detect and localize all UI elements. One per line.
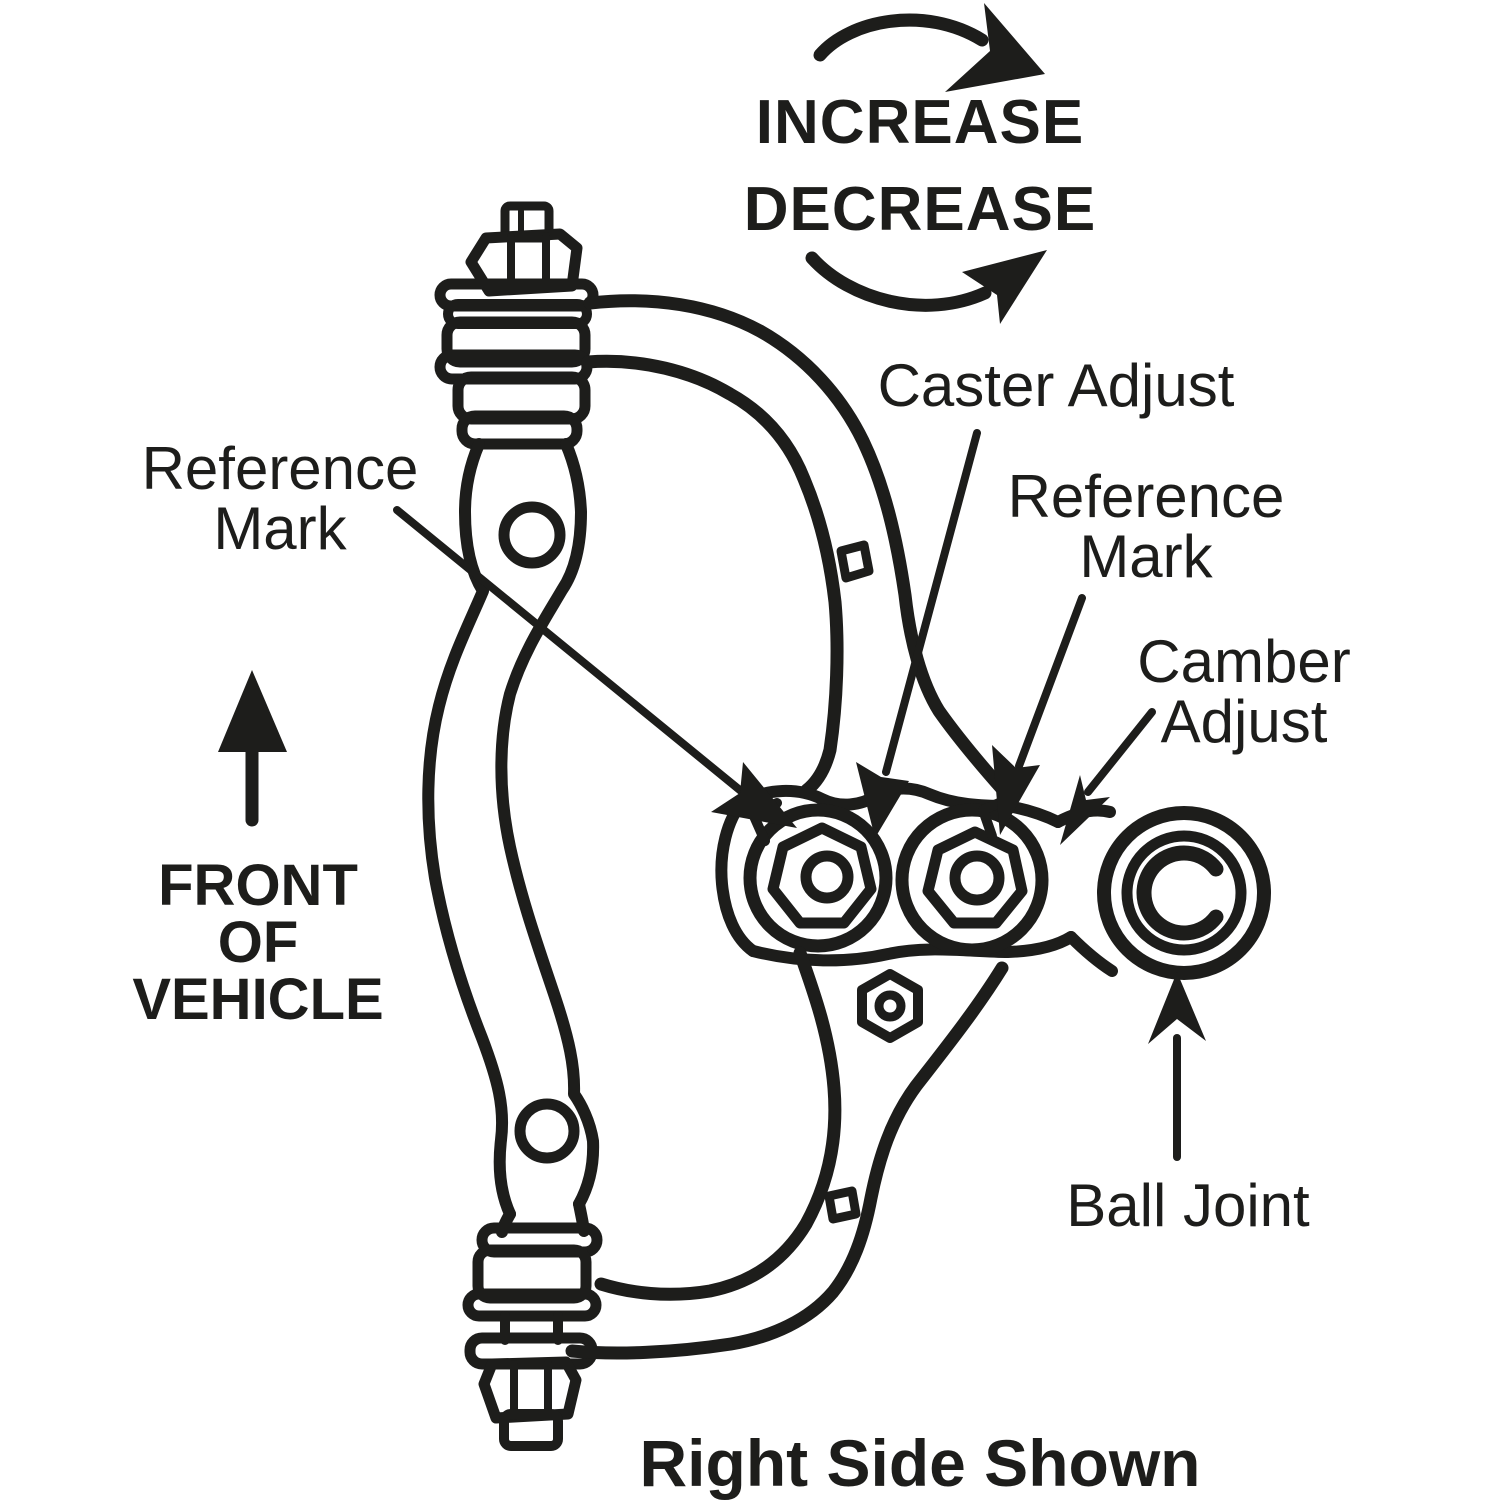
camber-adjust-label: Camber Adjust [1084, 632, 1404, 752]
reference-mark-right-line1: Reference [1007, 463, 1285, 530]
lower-bracket [565, 946, 1009, 1360]
control-arm-rear-branch [581, 294, 1010, 797]
front-of-vehicle-label: FRONT OF VEHICLE [78, 853, 438, 1032]
front-direction-arrow-icon [218, 670, 287, 827]
front-of-vehicle-line2: OF [217, 910, 299, 975]
ball-joint-boss [1097, 806, 1271, 980]
ball-joint-label: Ball Joint [1066, 1172, 1310, 1239]
front-of-vehicle-line1: FRONT [158, 853, 358, 918]
camber-cam-bolt [895, 795, 1049, 957]
camber-adjust-line2: Adjust [1160, 688, 1328, 755]
decrease-rotation-arrow-icon [805, 250, 1047, 324]
caster-cam-bolt [743, 798, 893, 953]
top-bushing-assembly [434, 201, 599, 450]
front-of-vehicle-line3: VEHICLE [132, 967, 384, 1032]
right-side-shown-caption: Right Side Shown [639, 1426, 1201, 1500]
reference-mark-left-line1: Reference [141, 435, 419, 502]
camber-adjust-pointer-icon [1060, 708, 1156, 845]
ball-joint-pointer-icon [1148, 972, 1206, 1161]
decrease-label: DECREASE [743, 175, 1097, 244]
caster-adjust-pointer-icon [856, 429, 981, 838]
small-hex-nut [857, 969, 923, 1043]
reference-mark-right-line2: Mark [1079, 523, 1213, 590]
reference-mark-right-label: Reference Mark [966, 467, 1326, 587]
reference-mark-left-line2: Mark [213, 495, 347, 562]
camber-adjust-line1: Camber [1137, 628, 1351, 695]
caster-adjust-label: Caster Adjust [877, 352, 1235, 419]
reference-mark-right-pointer-icon [992, 594, 1086, 835]
increase-label: INCREASE [755, 88, 1085, 157]
reference-mark-left-label: Reference Mark [100, 439, 460, 559]
increase-rotation-arrow-icon [813, 3, 1045, 92]
control-arm-front-leg [422, 438, 600, 1238]
lower-bushing-assembly [462, 1222, 603, 1451]
reference-mark-left-pointer-icon [393, 506, 797, 828]
